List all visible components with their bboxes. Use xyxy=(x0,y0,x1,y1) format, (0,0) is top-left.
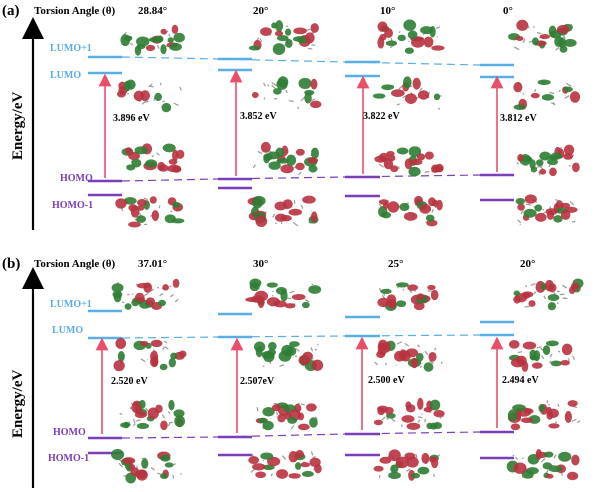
panel-b-lumo1-label: LUMO+1 xyxy=(50,299,92,310)
molecular-orbital-image xyxy=(120,24,185,56)
molecular-orbital-image xyxy=(377,282,439,312)
molecular-orbital-image xyxy=(255,402,318,431)
panel-b-column-2: 30° 2.507eV xyxy=(218,258,275,457)
molecular-orbital-image xyxy=(245,278,322,309)
panel-a-label: (a) xyxy=(2,3,20,19)
panel-a-homo1-label: HOMO-1 xyxy=(52,200,93,211)
panel-b-label: (b) xyxy=(2,256,20,272)
panel-a-axis-label: Energy/eV xyxy=(10,92,26,160)
molecular-orbital-image xyxy=(508,19,577,53)
molecular-orbital-image xyxy=(513,79,581,110)
molecular-orbital-image xyxy=(516,144,580,177)
panel-b: (b) Torsion Angle (θ) Energy/eV LUMO+1 L… xyxy=(2,256,584,488)
panel-b-lumo-dash xyxy=(121,334,481,339)
panel-b-gap-4: 2.494 eV xyxy=(502,375,539,386)
molecular-orbital-image xyxy=(374,339,443,372)
panel-b-column-1: 37.01° 2.520 eV xyxy=(88,258,167,455)
panel-a-gap-1: 3.896 eV xyxy=(113,113,150,124)
molecular-orbital-image xyxy=(506,449,580,481)
molecular-orbital-image xyxy=(372,76,442,111)
molecular-orbital-image xyxy=(248,450,322,479)
panel-b-gap-3: 2.500 eV xyxy=(368,375,405,386)
molecular-orbital-image xyxy=(119,399,185,431)
panel-b-homo-label: HOMO xyxy=(53,427,86,438)
molecular-orbital-image xyxy=(248,20,319,56)
molecular-orbital-image xyxy=(111,278,180,310)
panel-a-angle-3: 10° xyxy=(380,5,395,17)
panel-a-lumo1-label: LUMO+1 xyxy=(50,43,92,54)
molecular-orbital-image xyxy=(513,278,584,311)
molecular-orbital-image xyxy=(373,449,441,481)
panel-b-angle-3: 25° xyxy=(388,258,403,270)
molecular-orbital-image xyxy=(252,141,319,176)
panel-a-orbital-images xyxy=(115,19,581,228)
molecular-orbital-image xyxy=(116,79,182,113)
panel-b-angle-4: 20° xyxy=(520,258,535,270)
molecular-orbital-image xyxy=(115,196,185,228)
panel-a-lumo-label: LUMO xyxy=(50,70,81,81)
panel-a-angle-4: 0° xyxy=(503,5,513,17)
panel-b-column-3: 25° 2.500 eV xyxy=(345,258,405,457)
panel-a-column-3: 10° 3.822 eV xyxy=(345,5,400,198)
molecular-orbital-image xyxy=(253,341,324,372)
molecular-orbital-image xyxy=(111,449,182,484)
molecular-orbital-image xyxy=(507,400,581,431)
panel-a-homo-dash xyxy=(121,174,481,182)
panel-a-angle-2: 20° xyxy=(253,5,268,17)
panel-a-homo-label: HOMO xyxy=(60,173,93,184)
panel-b-lumo-label: LUMO xyxy=(52,325,83,336)
molecular-orbital-image xyxy=(378,195,443,227)
panel-a-angle-1: 28.84° xyxy=(138,5,167,17)
molecular-orbital-image xyxy=(121,143,185,173)
panel-b-torsion-label: Torsion Angle (θ) xyxy=(34,258,115,270)
molecular-orbital-image xyxy=(251,76,322,109)
panel-b-homo-dash xyxy=(121,431,481,439)
panel-a-column-4: 0° 3.812 eV xyxy=(480,5,537,202)
panel-a-gap-3: 3.822 eV xyxy=(363,111,400,122)
panel-a: (a) Torsion Angle (θ) Energy/eV LUMO+1 L… xyxy=(2,3,581,230)
panel-a-torsion-label: Torsion Angle (θ) xyxy=(34,5,115,17)
panel-b-homo1-label: HOMO-1 xyxy=(48,453,89,464)
panel-a-column-1: 28.84° 3.896 eV xyxy=(88,5,167,197)
panel-a-gap-4: 3.812 eV xyxy=(500,113,537,124)
panel-b-column-4: 20° 2.494 eV xyxy=(480,258,539,460)
molecular-orbital-image xyxy=(377,19,445,54)
panel-b-gap-1: 2.520 eV xyxy=(111,376,148,387)
molecular-orbital-image xyxy=(113,337,187,372)
panel-b-orbital-images xyxy=(111,278,584,484)
molecular-orbital-image xyxy=(373,397,445,430)
molecular-orbital-image xyxy=(515,194,578,226)
molecular-orbital-image xyxy=(247,195,319,228)
panel-a-lumo1-dash xyxy=(121,56,481,66)
panel-b-angle-1: 37.01° xyxy=(138,258,167,270)
panel-a-column-2: 20° 3.852 eV xyxy=(218,5,277,190)
molecular-orbital-image xyxy=(374,146,444,177)
molecular-orbital-image xyxy=(508,340,576,372)
panel-a-gap-2: 3.852 eV xyxy=(240,111,277,122)
panel-b-axis-label: Energy/eV xyxy=(10,370,26,438)
panel-b-angle-2: 30° xyxy=(253,258,268,270)
panel-b-gap-2: 2.507eV xyxy=(240,376,275,387)
